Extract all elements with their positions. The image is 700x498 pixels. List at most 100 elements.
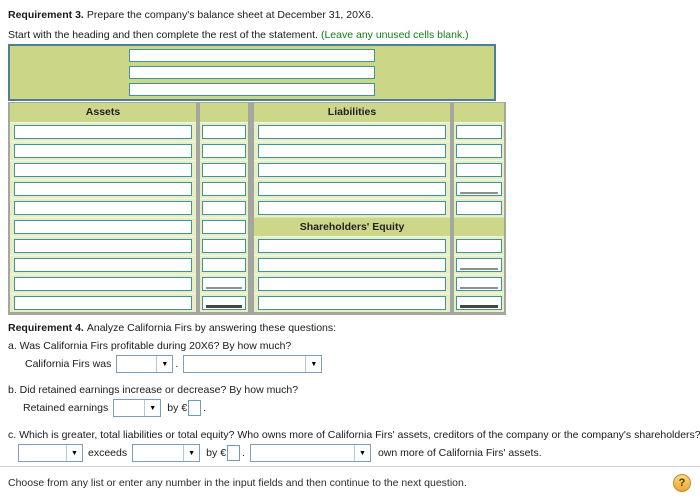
qc-greater-dropdown[interactable]: ▼ bbox=[18, 444, 83, 462]
instruction-note: (Leave any unused cells blank.) bbox=[320, 29, 469, 41]
liability-row-2 bbox=[254, 141, 450, 160]
equity-name-input-3[interactable] bbox=[258, 277, 446, 291]
equity-name-input-4[interactable] bbox=[258, 296, 446, 310]
heading-input-2[interactable] bbox=[129, 66, 375, 79]
liability-amount-row-4 bbox=[454, 179, 504, 198]
liability-row-3 bbox=[254, 160, 450, 179]
requirement4-text: Analyze California Firs by answering the… bbox=[86, 322, 337, 334]
subtotal-rule bbox=[456, 277, 502, 291]
period: . bbox=[242, 447, 245, 459]
asset-name-input-3[interactable] bbox=[14, 163, 192, 177]
qb-change-dropdown[interactable]: ▼ bbox=[113, 399, 162, 417]
question-a-lead: California Firs was bbox=[25, 358, 112, 370]
requirement3-label: Requirement 3. bbox=[8, 9, 84, 21]
liability-amount-input-5[interactable] bbox=[456, 201, 502, 215]
liability-name-input-2[interactable] bbox=[258, 144, 446, 158]
qc-lesser-dropdown[interactable]: ▼ bbox=[132, 444, 201, 462]
subtotal-rule bbox=[456, 258, 502, 272]
asset-name-input-10[interactable] bbox=[14, 296, 192, 310]
center-divider bbox=[248, 103, 254, 312]
liability-row-4 bbox=[254, 179, 450, 198]
liability-amount-row-5 bbox=[454, 198, 504, 217]
equity-name-input-1[interactable] bbox=[258, 239, 446, 253]
asset-amount-input-3[interactable] bbox=[202, 163, 246, 177]
question-a-controls: California Firs was ▼ . ▼ bbox=[25, 355, 323, 373]
asset-name-input-2[interactable] bbox=[14, 144, 192, 158]
asset-row-5 bbox=[10, 198, 196, 217]
assets-amount-column bbox=[200, 103, 248, 312]
asset-amount-row-8 bbox=[200, 255, 248, 274]
equity-amount-input-3[interactable] bbox=[456, 277, 502, 291]
liability-name-input-4[interactable] bbox=[258, 182, 446, 196]
liabilities-header: Liabilities bbox=[254, 103, 450, 122]
qa-amount-dropdown[interactable]: ▼ bbox=[183, 355, 323, 373]
liability-name-input-3[interactable] bbox=[258, 163, 446, 177]
liability-amount-input-3[interactable] bbox=[456, 163, 502, 177]
help-button[interactable]: ? bbox=[673, 474, 691, 492]
footer-bar: Choose from any list or enter any number… bbox=[0, 466, 700, 498]
qb-amount-input[interactable] bbox=[188, 400, 202, 416]
heading-input-3[interactable] bbox=[129, 83, 375, 96]
asset-amount-row-4 bbox=[200, 179, 248, 198]
requirement3-title: Requirement 3.Prepare the company's bala… bbox=[8, 9, 374, 21]
dropdown-arrow-icon: ▼ bbox=[353, 445, 370, 461]
asset-amount-row-2 bbox=[200, 141, 248, 160]
asset-amount-input-7[interactable] bbox=[202, 239, 246, 253]
balance-sheet-table: Assets Liabilities Shareholders' E bbox=[8, 102, 506, 315]
asset-amount-input-5[interactable] bbox=[202, 201, 246, 215]
heading-input-1[interactable] bbox=[129, 49, 375, 62]
equity-amount-row-1 bbox=[454, 236, 504, 255]
equity-amount-input-4[interactable] bbox=[456, 296, 502, 310]
asset-row-3 bbox=[10, 160, 196, 179]
asset-amount-row-7 bbox=[200, 236, 248, 255]
dropdown-arrow-icon: ▼ bbox=[156, 356, 173, 372]
equity-header: Shareholders' Equity bbox=[254, 217, 450, 236]
asset-name-input-5[interactable] bbox=[14, 201, 192, 215]
equity-header-spacer bbox=[454, 217, 504, 236]
qc-owner-dropdown[interactable]: ▼ bbox=[249, 444, 371, 462]
asset-amount-input-9[interactable] bbox=[202, 277, 246, 291]
asset-amount-row-5 bbox=[200, 198, 248, 217]
asset-amount-input-1[interactable] bbox=[202, 125, 246, 139]
liability-name-input-1[interactable] bbox=[258, 125, 446, 139]
asset-row-1 bbox=[10, 122, 196, 141]
asset-amount-row-6 bbox=[200, 217, 248, 236]
liability-amount-row-2 bbox=[454, 141, 504, 160]
asset-name-input-7[interactable] bbox=[14, 239, 192, 253]
equity-name-input-2[interactable] bbox=[258, 258, 446, 272]
asset-name-input-8[interactable] bbox=[14, 258, 192, 272]
asset-amount-input-4[interactable] bbox=[202, 182, 246, 196]
equity-row-4 bbox=[254, 293, 450, 312]
subtotal-rule bbox=[202, 277, 246, 291]
liability-amount-input-1[interactable] bbox=[456, 125, 502, 139]
equity-row-2 bbox=[254, 255, 450, 274]
equity-amount-input-1[interactable] bbox=[456, 239, 502, 253]
liabilities-amount-header bbox=[454, 103, 504, 122]
liability-amount-input-2[interactable] bbox=[456, 144, 502, 158]
equity-amount-row-3 bbox=[454, 274, 504, 293]
liability-amount-input-4[interactable] bbox=[456, 182, 502, 196]
qa-result-dropdown[interactable]: ▼ bbox=[116, 355, 174, 373]
equity-row-1 bbox=[254, 236, 450, 255]
period: . bbox=[203, 402, 207, 414]
liability-row-1 bbox=[254, 122, 450, 141]
asset-name-input-1[interactable] bbox=[14, 125, 192, 139]
asset-name-input-4[interactable] bbox=[14, 182, 192, 196]
asset-row-10 bbox=[10, 293, 196, 312]
asset-name-input-9[interactable] bbox=[14, 277, 192, 291]
asset-amount-input-10[interactable] bbox=[202, 296, 246, 310]
liability-row-5 bbox=[254, 198, 450, 217]
asset-name-input-6[interactable] bbox=[14, 220, 192, 234]
asset-amount-input-8[interactable] bbox=[202, 258, 246, 272]
asset-amount-input-2[interactable] bbox=[202, 144, 246, 158]
statement-instruction: Start with the heading and then complete… bbox=[8, 29, 469, 41]
liability-name-input-5[interactable] bbox=[258, 201, 446, 215]
asset-row-9 bbox=[10, 274, 196, 293]
asset-row-2 bbox=[10, 141, 196, 160]
equity-amount-input-2[interactable] bbox=[456, 258, 502, 272]
statement-heading-box bbox=[8, 44, 496, 101]
qc-amount-input[interactable] bbox=[227, 445, 241, 461]
requirement4-label: Requirement 4. bbox=[8, 322, 84, 334]
asset-amount-input-6[interactable] bbox=[202, 220, 246, 234]
euro-symbol: € bbox=[181, 402, 188, 414]
